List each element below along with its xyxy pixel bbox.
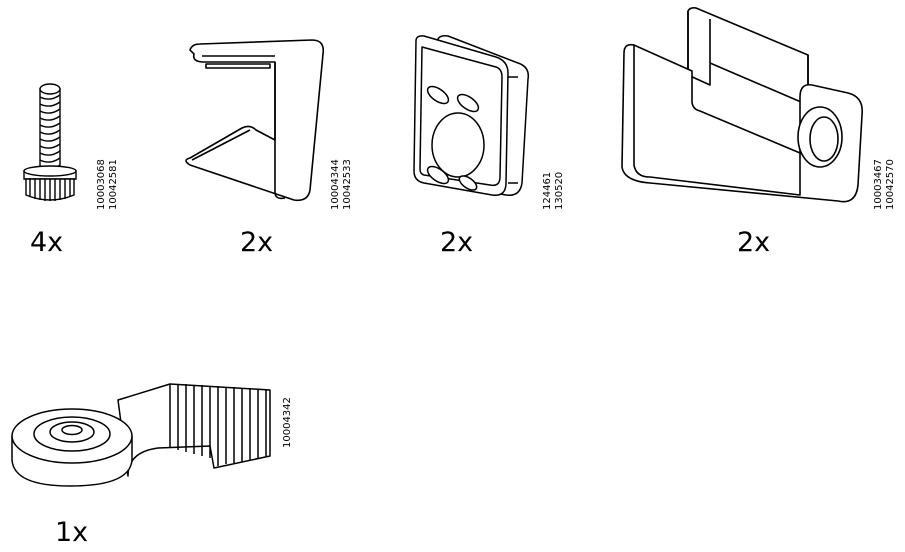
article-numbers: 10003068 10042581	[96, 159, 120, 210]
article-number: 10042570	[885, 159, 896, 210]
bolt-illustration	[10, 75, 80, 205]
quantity-label: 2x	[737, 227, 771, 258]
article-number: 10004342	[282, 397, 293, 448]
article-number: 10003068	[96, 159, 107, 210]
article-number: 10042581	[108, 159, 119, 210]
article-numbers: 124461 130520	[542, 172, 566, 210]
clip-illustration	[180, 40, 325, 205]
bracket-illustration	[620, 5, 865, 210]
plug-illustration	[410, 33, 535, 203]
quantity-label: 2x	[240, 227, 274, 258]
quantity-label: 2x	[440, 227, 474, 258]
article-numbers: 10004344 10042533	[330, 159, 354, 210]
quantity-label: 1x	[55, 517, 89, 548]
article-number: 10042533	[342, 159, 353, 210]
article-number: 10004344	[330, 159, 341, 210]
quantity-label: 4x	[30, 227, 64, 258]
foot-illustration	[8, 376, 276, 494]
article-number: 10003467	[873, 159, 884, 210]
article-numbers: 10004342	[282, 397, 294, 448]
article-number: 130520	[554, 171, 565, 210]
article-number: 124461	[542, 171, 553, 210]
article-numbers: 10003467 10042570	[873, 159, 897, 210]
